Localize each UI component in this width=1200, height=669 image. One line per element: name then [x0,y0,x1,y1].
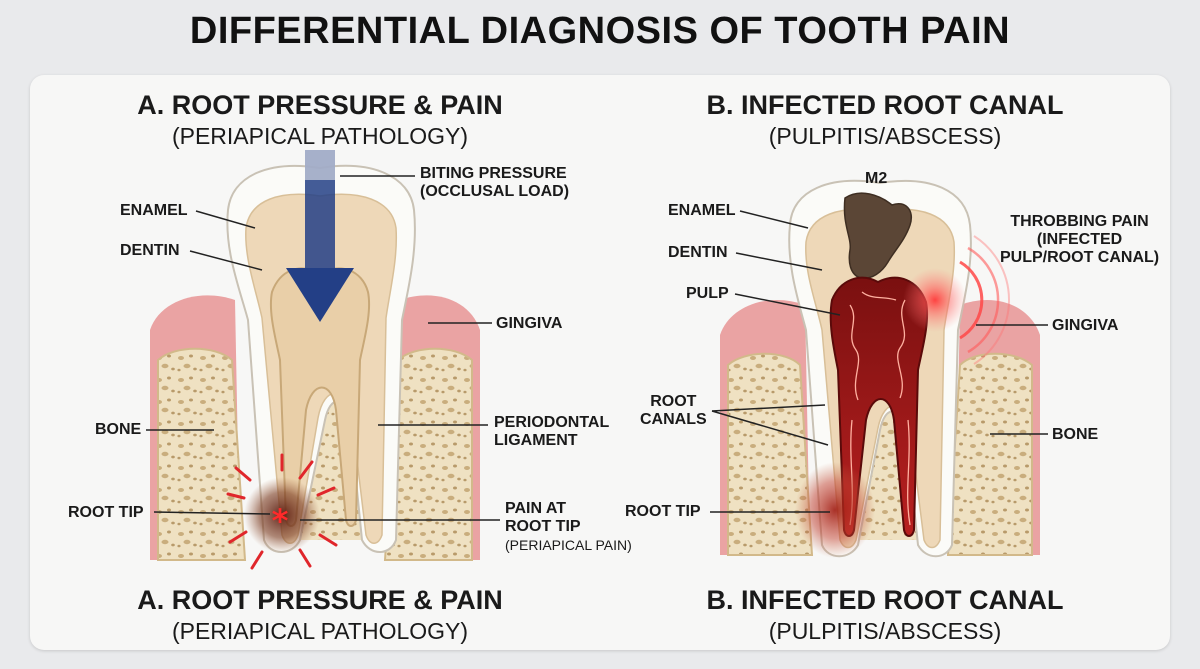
panel-a-footer: A. ROOT PRESSURE & PAIN (PERIAPICAL PATH… [90,585,550,645]
leader-lines-b [710,210,1048,513]
panel-a-title: A. ROOT PRESSURE & PAIN (PERIAPICAL PATH… [90,90,550,150]
bone-shape-b [727,352,814,556]
panel-b-subheading: (PULPITIS/ABSCESS) [768,123,1002,149]
label-gingiva-a: GINGIVA [496,315,563,332]
label-root-tip-a: ROOT TIP [68,504,144,521]
pain-star-icon: * [272,502,289,540]
label-gingiva-b: GINGIVA [1052,317,1119,334]
page-title: DIFFERENTIAL DIAGNOSIS OF TOOTH PAIN [189,10,1011,52]
panel-b-title: B. INFECTED ROOT CANAL (PULPITIS/ABSCESS… [655,90,1115,150]
bone-shape-a [157,347,247,561]
panel-b-footer-subheading: (PULPITIS/ABSCESS) [768,618,1002,644]
label-periodontal-ligament: PERIODONTAL LIGAMENT [494,414,610,449]
panel-a-footer-subheading: (PERIAPICAL PATHOLOGY) [171,618,469,644]
label-bone-a: BONE [95,421,142,438]
label-enamel-b: ENAMEL [668,202,736,219]
label-bone-b: BONE [1052,426,1099,443]
panel-b-footer-heading: B. INFECTED ROOT CANAL [706,585,1064,615]
label-root-canals: ROOT CANALS [640,393,707,428]
label-dentin-a: DENTIN [120,242,180,259]
throbbing-pain-icon [903,235,1010,365]
label-biting-pressure: BITING PRESSURE (OCCLUSAL LOAD) [420,165,570,200]
panel-b-illustration [710,179,1048,558]
panel-a-illustration: * [146,150,500,570]
label-dentin-b: DENTIN [668,244,728,261]
panel-a-subheading: (PERIAPICAL PATHOLOGY) [171,123,469,149]
periapical-lesion [244,477,320,553]
leader-lines-a [146,175,500,521]
caries-shape [843,192,912,280]
label-throbbing-pain: THROBBING PAIN (INFECTED PULP/ROOT CANAL… [1000,213,1160,266]
label-enamel-a: ENAMEL [120,202,188,219]
label-pain-at-root-tip: PAIN AT ROOT TIP (PERIAPICAL PAIN) [505,500,632,553]
panel-b-heading: B. INFECTED ROOT CANAL [706,90,1064,120]
label-pulp: PULP [686,285,729,302]
panel-a-heading: A. ROOT PRESSURE & PAIN [137,90,503,120]
label-m2: M2 [865,170,888,187]
panel-a-footer-heading: A. ROOT PRESSURE & PAIN [137,585,503,615]
panel-b-footer: B. INFECTED ROOT CANAL (PULPITIS/ABSCESS… [655,585,1115,645]
pain-rays-a [226,453,338,570]
label-root-tip-b: ROOT TIP [625,503,701,520]
root-tip-abscess [795,462,875,558]
arrow-down-icon [286,150,354,322]
